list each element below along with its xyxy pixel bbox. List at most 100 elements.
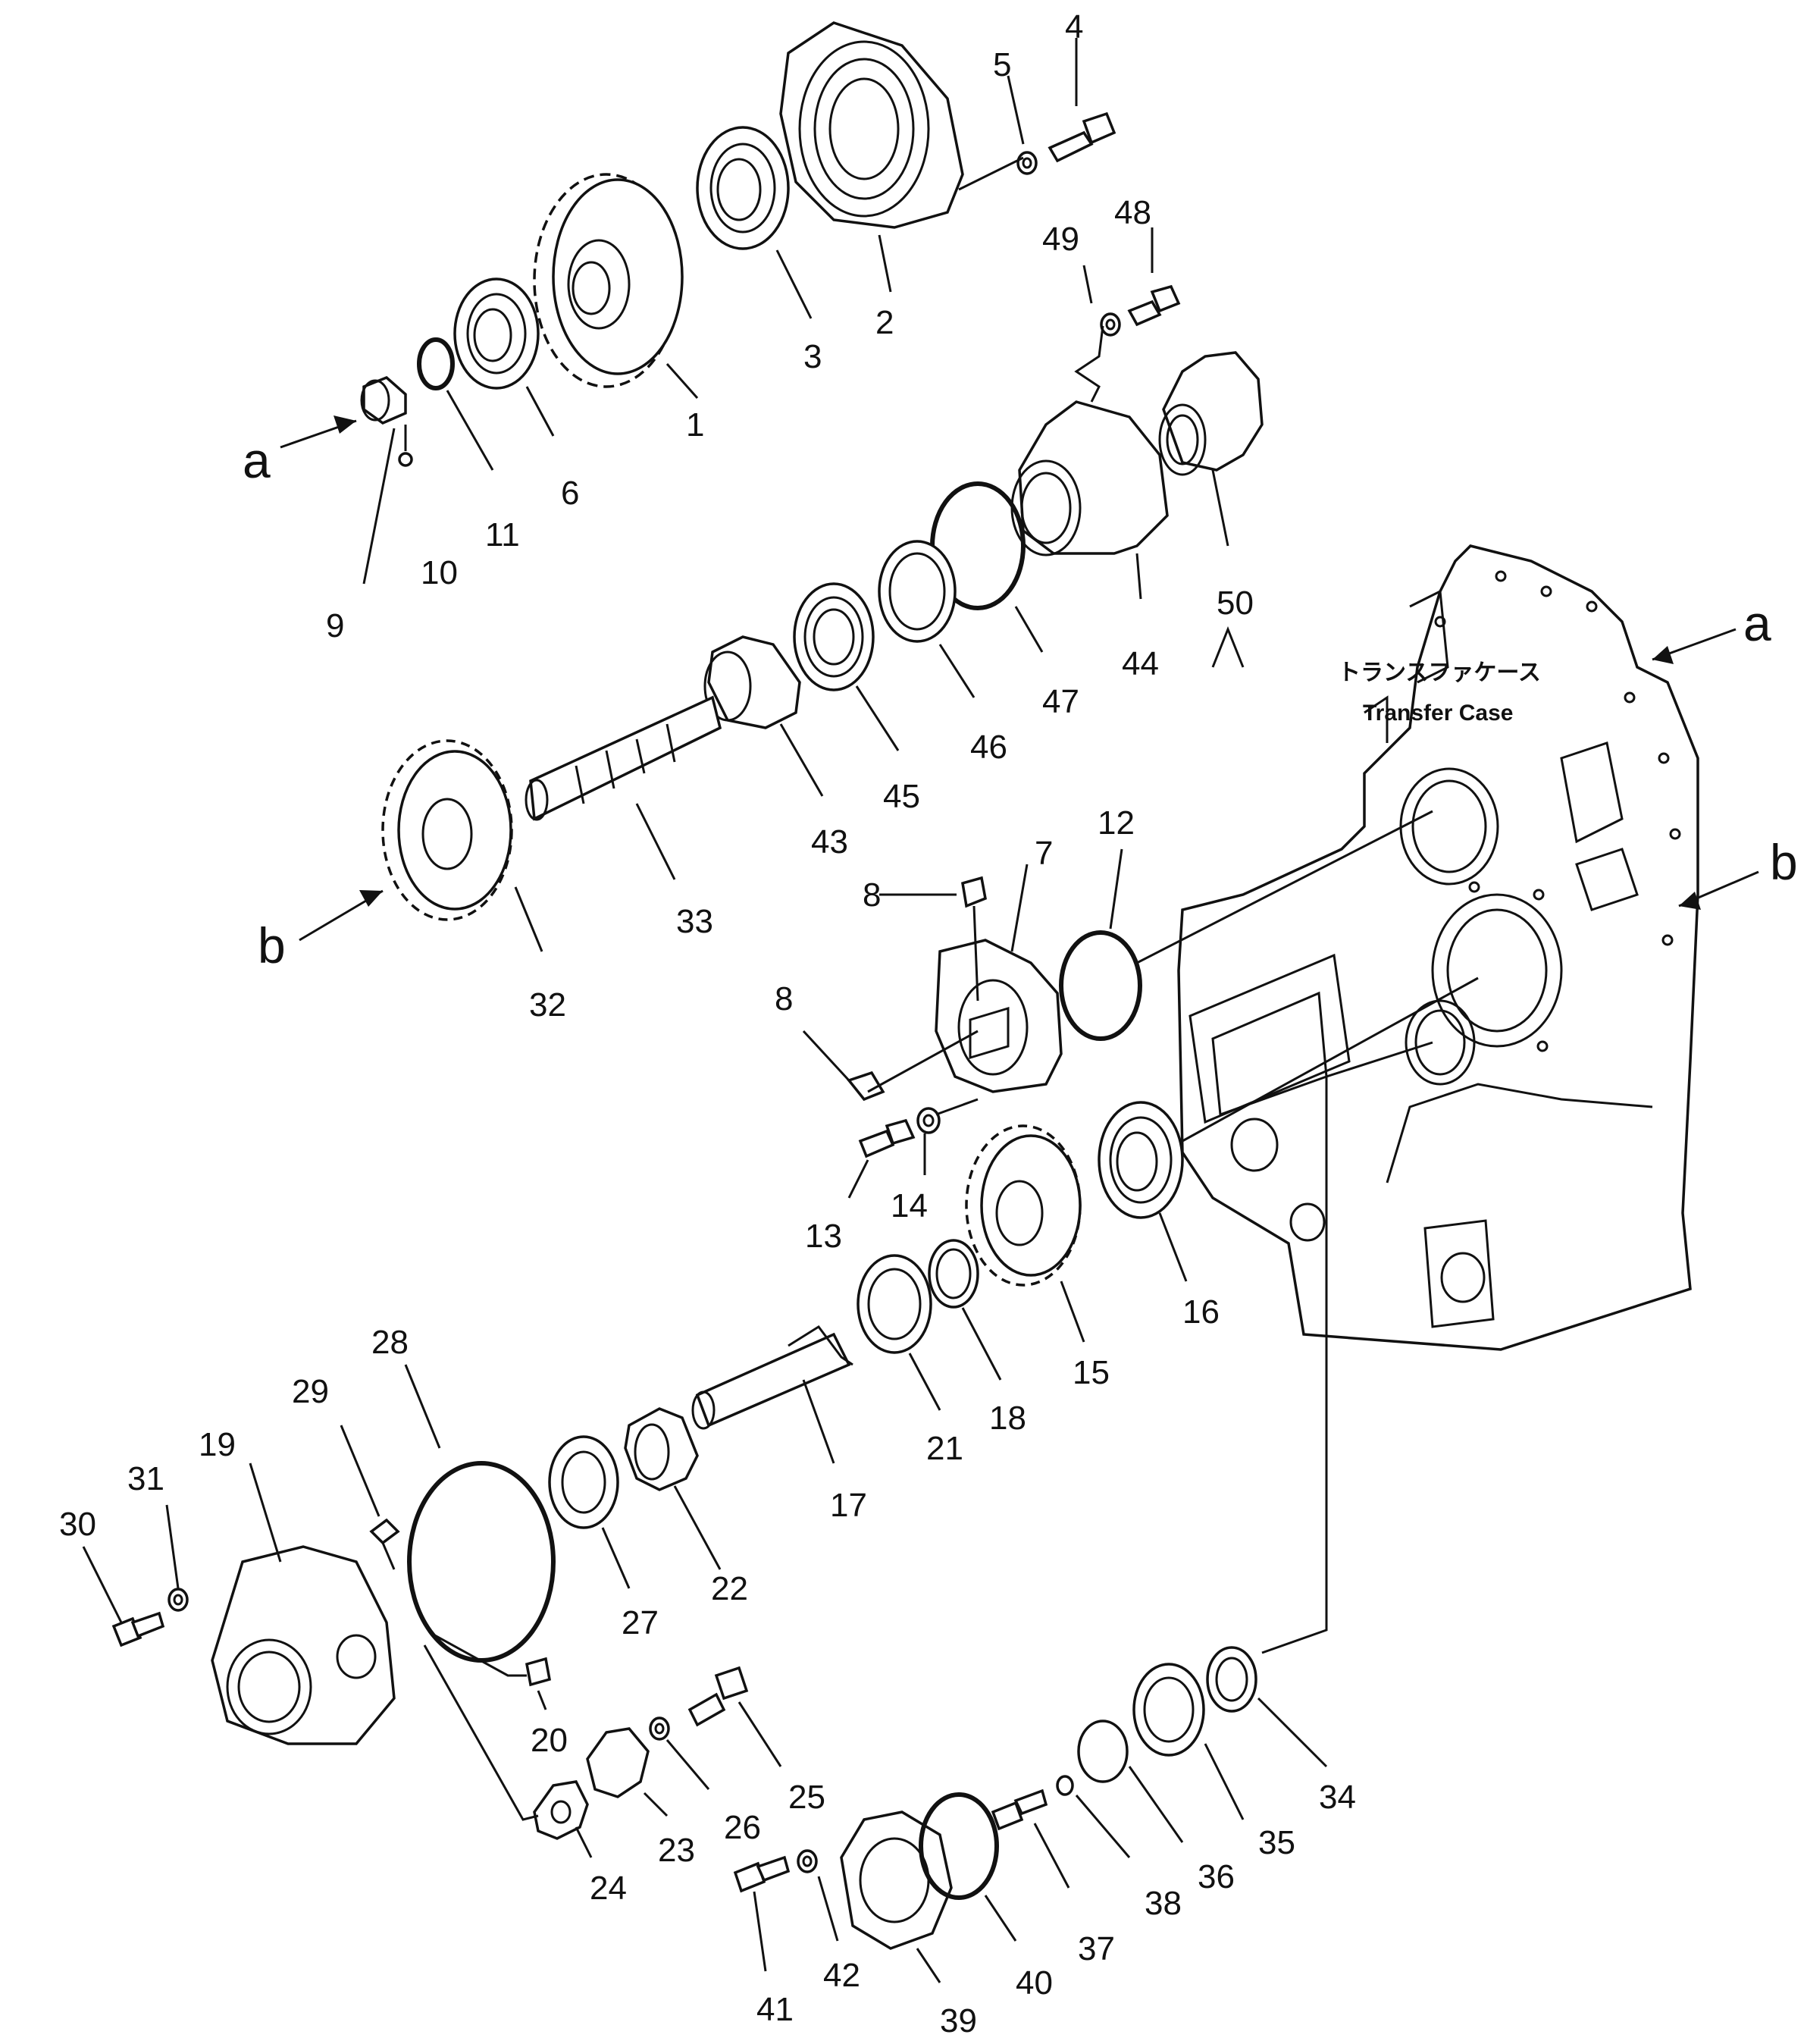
callout-19: 19 (199, 1426, 236, 1463)
callout-29: 29 (292, 1373, 329, 1410)
callout-13: 13 (805, 1218, 842, 1255)
callout-32: 32 (529, 986, 566, 1024)
callout-26: 26 (724, 1809, 761, 1846)
part-26-washer (649, 1716, 670, 1741)
callout-1: 1 (686, 406, 704, 444)
callout-24: 24 (590, 1870, 627, 1907)
part-6-bearing (453, 277, 540, 390)
part-31-washer (168, 1588, 189, 1612)
callout-43: 43 (811, 823, 848, 861)
section-ref-a-left: a (243, 432, 271, 488)
part-number-callouts: 1 2 3 4 5 6 7 8 8 9 10 11 12 13 14 15 16… (59, 8, 1356, 2039)
part-40-o-ring (919, 1792, 999, 1900)
part-36-cap (1077, 1720, 1129, 1783)
part-19-cover (211, 1545, 396, 1745)
callout-33: 33 (676, 903, 713, 940)
callout-4: 4 (1065, 8, 1083, 45)
part-21-bearing (857, 1254, 932, 1354)
part-38-washer (1056, 1775, 1074, 1796)
part-45-bearing (793, 582, 875, 691)
part-24-plate (533, 1780, 589, 1840)
part-28-o-ring (407, 1461, 556, 1663)
callout-46: 46 (970, 729, 1007, 766)
part-33-splined-shaft (525, 695, 722, 821)
section-ref-b-left: b (258, 917, 286, 973)
callout-27: 27 (622, 1604, 659, 1641)
callout-3: 3 (803, 338, 822, 375)
callout-12: 12 (1098, 804, 1135, 842)
part-30-bolt (111, 1611, 165, 1647)
callout-11: 11 (485, 516, 520, 553)
callout-8-lower: 8 (775, 980, 793, 1017)
part-18-seal (928, 1239, 979, 1309)
callout-8-upper: 8 (863, 876, 881, 914)
leader-lines (82, 38, 1479, 1983)
part-12-o-ring (1059, 930, 1142, 1041)
part-34-seal (1206, 1646, 1257, 1713)
part-5-washer (1016, 151, 1038, 175)
callout-42: 42 (823, 1957, 860, 1994)
callout-15: 15 (1073, 1354, 1110, 1391)
part-1-gear (533, 173, 684, 388)
callout-6: 6 (561, 475, 579, 512)
section-ref-arrows (280, 415, 1759, 942)
part-14-washer (916, 1107, 941, 1134)
callout-30: 30 (59, 1506, 96, 1543)
part-48-bolt (1127, 284, 1181, 327)
callout-21: 21 (926, 1430, 963, 1467)
callout-36: 36 (1198, 1858, 1235, 1895)
part-7-retainer (935, 939, 1063, 1093)
part-20-plug (525, 1657, 552, 1687)
callout-9: 9 (326, 607, 344, 644)
callout-35: 35 (1258, 1824, 1295, 1861)
callout-34: 34 (1319, 1779, 1356, 1816)
housing-label-jp: トランスファケース (1338, 660, 1541, 685)
part-50-flange (1158, 351, 1264, 476)
transfer-case-housing (1177, 544, 1699, 1351)
part-2-bearing-cage (779, 21, 964, 229)
callout-28: 28 (371, 1324, 409, 1361)
callout-39: 39 (940, 2002, 977, 2039)
part-37-bolt (991, 1788, 1048, 1831)
callout-40: 40 (1016, 1964, 1053, 2002)
part-35-bearing (1132, 1663, 1205, 1757)
callout-37: 37 (1078, 1930, 1115, 1967)
part-46-seal (878, 540, 957, 643)
part-42-washer (797, 1849, 818, 1873)
callout-18: 18 (989, 1400, 1026, 1437)
callout-44: 44 (1122, 645, 1159, 682)
part-27-seal (548, 1435, 619, 1529)
callout-50: 50 (1217, 585, 1254, 622)
callout-41: 41 (756, 1991, 794, 2028)
callout-25: 25 (788, 1779, 825, 1816)
part-22-bearing (624, 1407, 699, 1491)
part-32-gear (381, 739, 513, 921)
part-44-housing (1010, 400, 1169, 556)
callout-7: 7 (1035, 835, 1053, 872)
part-3-bearing (696, 126, 790, 250)
part-11-snap-ring (417, 337, 455, 390)
part-4-bolt (1048, 111, 1116, 163)
callout-2: 2 (875, 304, 894, 341)
callout-45: 45 (883, 778, 920, 815)
part-8-plug-lower (847, 1071, 885, 1102)
callout-20: 20 (531, 1722, 568, 1759)
callout-5: 5 (993, 46, 1011, 83)
part-49-washer (1100, 312, 1121, 337)
part-13-bolt (858, 1118, 916, 1158)
part-9-collar (360, 375, 407, 425)
section-ref-a-right: a (1743, 595, 1771, 651)
callout-16: 16 (1182, 1293, 1220, 1331)
callout-47: 47 (1042, 683, 1079, 720)
callout-17: 17 (830, 1487, 867, 1524)
part-15-gear (965, 1124, 1082, 1287)
callout-14: 14 (891, 1187, 928, 1224)
part-17-splined-shaft (691, 1325, 853, 1430)
callout-10: 10 (421, 554, 458, 591)
part-25-bolt (687, 1666, 749, 1727)
callout-48: 48 (1114, 194, 1151, 231)
callout-23: 23 (658, 1832, 695, 1869)
callout-22: 22 (711, 1570, 748, 1607)
